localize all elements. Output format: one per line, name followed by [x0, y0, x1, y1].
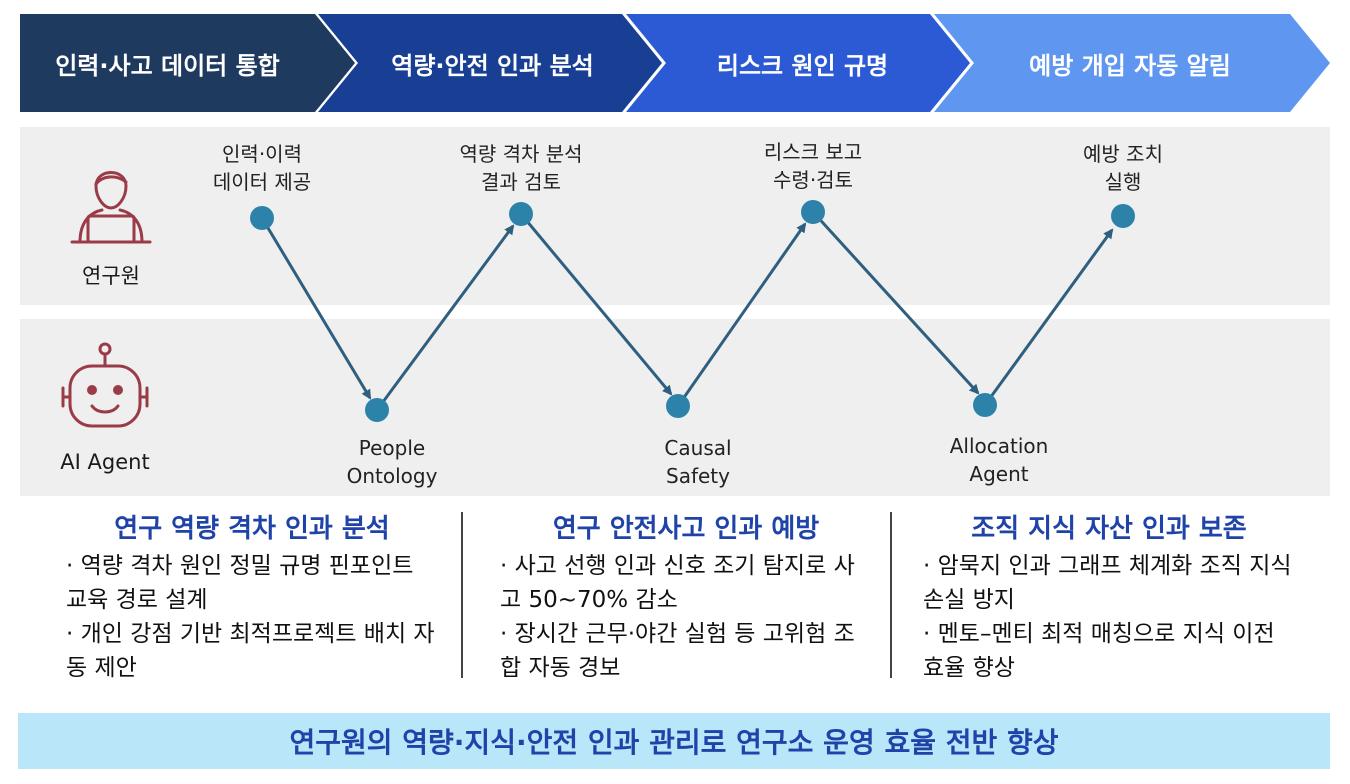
researcher-step-2-line2: 결과 검토 [481, 170, 561, 194]
pipeline-step-2: 역량·안전 인과 분석 [391, 51, 594, 80]
agent-step-1-label: People Ontology [322, 434, 462, 490]
summary-banner-text: 연구원의 역량·지식·안전 인과 관리로 연구소 운영 효율 전반 향상 [289, 726, 1059, 759]
agent-step-3-label: Allocation Agent [929, 432, 1069, 488]
researcher-step-4-line2: 실행 [1104, 170, 1142, 194]
flow-arrow-6 [983, 228, 1114, 406]
robot-icon [61, 342, 149, 428]
benefit-column-2: 연구 안전사고 인과 예방 · 사고 선행 인과 신호 조기 탐지로 사고 50… [500, 508, 872, 685]
person-at-laptop-icon [70, 171, 152, 244]
pipeline-step-4-shape [934, 14, 1330, 112]
agent-step-1-line1: People [358, 436, 426, 460]
pipeline-step-2-shape [318, 14, 662, 112]
flow-node-researcher-4 [1111, 204, 1135, 228]
ai-agent-label: AI Agent [60, 450, 150, 474]
benefit-column-2-title: 연구 안전사고 인과 예방 [552, 514, 820, 544]
flow-node-researcher-2 [509, 202, 533, 226]
column-divider-1 [461, 512, 463, 678]
flow-node-agent-1 [365, 398, 389, 422]
researcher-step-1-label: 인력·이력 데이터 제공 [202, 140, 322, 196]
interaction-flow [250, 200, 1135, 422]
researcher-step-2-label: 역량 격차 분석 결과 검토 [446, 140, 596, 196]
pipeline-step-3: 리스크 원인 규명 [716, 51, 889, 80]
researcher-label: 연구원 [82, 264, 140, 288]
agent-step-3-line2: Agent [969, 462, 1029, 486]
pipeline-chevrons [20, 14, 1330, 112]
benefit-column-3: 조직 지식 자산 인과 보존 · 암묵지 인과 그래프 체계화 조직 지식 손실… [923, 508, 1295, 685]
benefit-column-3-bullet-2: · 멘토–멘티 최적 매칭으로 지식 이전 효율 향상 [923, 621, 1275, 681]
researcher-step-1-line1: 인력·이력 [222, 142, 302, 166]
flow-arrow-5 [811, 210, 980, 395]
benefit-column-1: 연구 역량 격차 인과 분석 · 역량 격차 원인 정밀 규명 핀포인트 교육 … [66, 508, 438, 685]
flow-node-researcher-1 [250, 206, 274, 230]
column-divider-2 [890, 512, 892, 678]
flow-arrow-1 [260, 217, 372, 400]
researcher-step-3-line2: 수령·검토 [773, 168, 853, 192]
flow-arrow-4 [676, 222, 807, 407]
benefit-column-2-bullet-1: · 사고 선행 인과 신호 조기 탐지로 사고 50~70% 감소 [500, 553, 855, 613]
agent-step-3-line1: Allocation [949, 434, 1049, 458]
agent-step-2-line2: Safety [666, 464, 730, 488]
researcher-step-3-label: 리스크 보고 수령·검토 [748, 138, 878, 194]
researcher-step-4-label: 예방 조치 실행 [1063, 140, 1183, 196]
pipeline-step-1: 인력·사고 데이터 통합 [55, 51, 280, 80]
researcher-step-4-line1: 예방 조치 [1083, 142, 1163, 166]
benefit-column-1-bullet-1: · 역량 격차 원인 정밀 규명 핀포인트 교육 경로 설계 [66, 553, 414, 613]
flow-arrow-3 [519, 213, 673, 396]
flow-arrow-2 [375, 224, 515, 411]
agent-step-2-label: Causal Safety [628, 434, 768, 490]
benefit-column-1-title: 연구 역량 격차 인과 분석 [114, 514, 390, 544]
flow-node-agent-3 [973, 393, 997, 417]
researcher-step-3-line1: 리스크 보고 [763, 140, 863, 164]
benefit-column-3-title: 조직 지식 자산 인과 보존 [971, 514, 1247, 544]
summary-banner: 연구원의 역량·지식·안전 인과 관리로 연구소 운영 효율 전반 향상 [18, 713, 1330, 769]
flow-node-agent-2 [666, 394, 690, 418]
benefit-column-2-bullet-2: · 장시간 근무·야간 실험 등 고위험 조합 자동 경보 [500, 621, 855, 681]
agent-step-1-line2: Ontology [346, 464, 438, 488]
pipeline-step-1-shape [20, 14, 355, 112]
benefit-column-3-bullet-1: · 암묵지 인과 그래프 체계화 조직 지식 손실 방지 [923, 553, 1292, 613]
agent-step-2-line1: Causal [664, 436, 732, 460]
researcher-step-1-line2: 데이터 제공 [212, 170, 312, 194]
flow-node-researcher-3 [801, 200, 825, 224]
pipeline-step-4: 예방 개입 자동 알림 [1029, 51, 1231, 80]
benefit-column-1-bullet-2: · 개인 강점 기반 최적프로젝트 배치 자동 제안 [66, 621, 435, 681]
pipeline-step-3-shape [626, 14, 970, 112]
researcher-step-2-line1: 역량 격차 분석 [459, 142, 583, 166]
